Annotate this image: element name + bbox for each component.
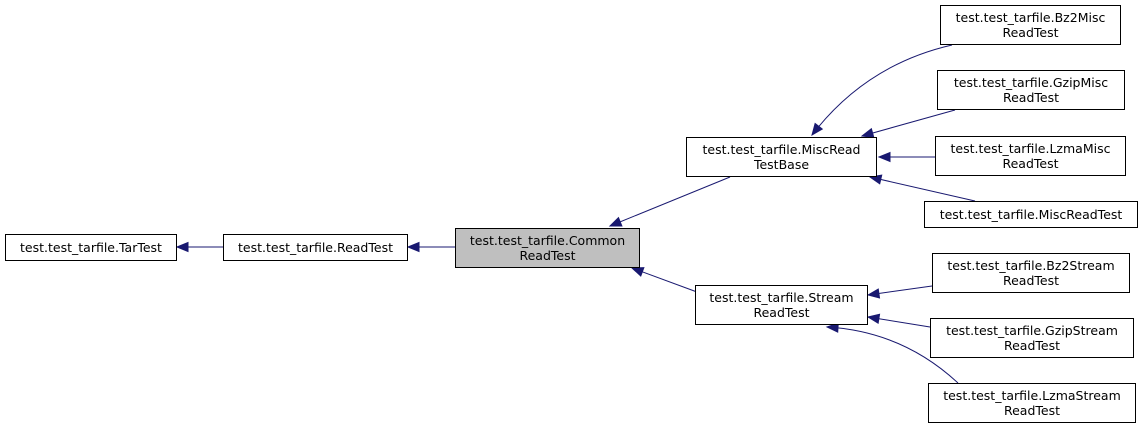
class-node-gzipmisc-readtest[interactable]: test.test_tarfile.GzipMisc ReadTest [937, 70, 1125, 110]
arrowhead-icon [866, 288, 881, 299]
class-node-label: test.test_tarfile.MiscRead [702, 142, 861, 157]
class-node-label: ReadTest [1003, 338, 1061, 353]
class-node-bz2misc-readtest[interactable]: test.test_tarfile.Bz2Misc ReadTest [940, 5, 1121, 45]
arrowhead-icon [406, 241, 420, 253]
class-node-gzipstream-readtest[interactable]: test.test_tarfile.GzipStream ReadTest [930, 318, 1134, 358]
class-node-label: test.test_tarfile.GzipStream [946, 323, 1118, 338]
class-node-label: ReadTest [753, 305, 810, 320]
class-node-label: test.test_tarfile.Bz2Stream [947, 258, 1115, 273]
class-node-lzmastream-readtest[interactable]: test.test_tarfile.LzmaStream ReadTest [928, 383, 1136, 423]
class-node-label: ReadTest [1002, 25, 1059, 40]
inheritance-edge-misc_base-to-common [609, 176, 731, 227]
class-node-miscreadtest[interactable]: test.test_tarfile.MiscReadTest [924, 201, 1138, 228]
arrowhead-icon [608, 216, 623, 227]
class-node-miscread-testbase[interactable]: test.test_tarfile.MiscRead TestBase [686, 137, 877, 177]
class-node-tartest[interactable]: test.test_tarfile.TarTest [5, 234, 177, 261]
class-node-label: ReadTest [1002, 156, 1059, 171]
class-node-label: test.test_tarfile.Common [469, 233, 626, 248]
arrowhead-icon [630, 267, 645, 277]
arrowhead-icon [825, 322, 839, 333]
arrowhead-icon [877, 151, 891, 163]
class-node-label: test.test_tarfile.GzipMisc [953, 75, 1109, 90]
class-node-label: test.test_tarfile.Stream [709, 290, 854, 305]
inheritance-edge-miscread-to-misc_base [869, 176, 976, 202]
class-node-label: test.test_tarfile.MiscReadTest [939, 207, 1123, 222]
arrowhead-icon [811, 122, 824, 137]
class-node-label: test.test_tarfile.TarTest [20, 240, 162, 255]
inheritance-edge-gzipmisc-to-misc_base [861, 109, 956, 137]
class-node-lzmamisc-readtest[interactable]: test.test_tarfile.LzmaMisc ReadTest [935, 136, 1126, 176]
class-node-label: test.test_tarfile.Bz2Misc [955, 10, 1106, 25]
arrowhead-icon [175, 241, 189, 253]
class-node-label: ReadTest [519, 248, 576, 263]
class-node-bz2stream-readtest[interactable]: test.test_tarfile.Bz2Stream ReadTest [932, 253, 1130, 293]
class-node-common-readtest[interactable]: test.test_tarfile.Common ReadTest [455, 228, 640, 268]
arrowhead-icon [860, 127, 875, 138]
class-node-label: test.test_tarfile.ReadTest [238, 240, 393, 255]
class-node-readtest[interactable]: test.test_tarfile.ReadTest [223, 234, 408, 261]
class-node-label: test.test_tarfile.LzmaMisc [950, 141, 1111, 156]
class-node-stream-readtest[interactable]: test.test_tarfile.Stream ReadTest [695, 285, 868, 325]
arrowhead-icon [866, 313, 881, 325]
class-node-label: ReadTest [1002, 273, 1060, 288]
inheritance-edge-lzmastream-to-stream [826, 326, 959, 384]
inheritance-edge-bz2misc-to-misc_base [811, 44, 953, 136]
class-node-label: test.test_tarfile.LzmaStream [943, 388, 1121, 403]
class-node-label: TestBase [753, 157, 810, 172]
inheritance-edge-stream-to-common [631, 267, 698, 293]
class-node-label: ReadTest [1002, 90, 1060, 105]
class-node-label: ReadTest [1003, 403, 1061, 418]
